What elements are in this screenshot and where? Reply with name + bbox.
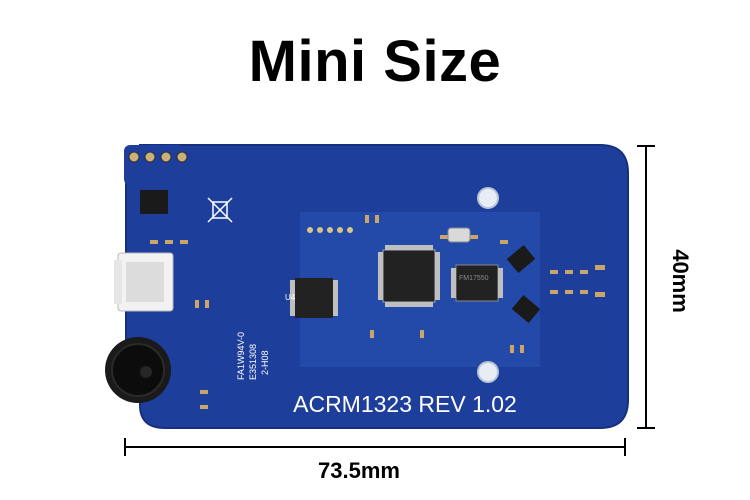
pcb-tab-top — [124, 145, 184, 185]
board-silkscreen-label: ACRM1323 REV 1.02 — [293, 391, 517, 417]
jst-connector — [114, 252, 174, 312]
cert-label-3: 2-H08 — [260, 350, 270, 375]
mcu-chip — [378, 245, 440, 307]
u4-label: U4 — [285, 293, 296, 302]
mounting-hole — [477, 361, 499, 383]
smd-components — [150, 215, 605, 409]
height-dimension-label: 40mm — [668, 249, 693, 313]
diode — [506, 245, 536, 273]
cert-label-2: FA1W94V-0 — [236, 332, 246, 380]
header-pins — [128, 151, 188, 163]
rf-chip — [451, 264, 503, 302]
mounting-hole — [477, 187, 499, 209]
diode — [511, 295, 541, 323]
crystal — [447, 227, 471, 243]
page-title: Mini Size — [248, 29, 502, 94]
j10-pads — [307, 227, 353, 233]
width-dimension-label: 73.5mm — [318, 458, 400, 483]
buzzer — [105, 337, 171, 403]
cert-label-1: E351308 — [248, 344, 258, 380]
u4-chip — [290, 278, 338, 318]
mcu-marking: FM17550 — [459, 275, 489, 282]
height-dimension-line — [637, 145, 655, 429]
width-dimension-line — [124, 438, 626, 456]
weee-icon — [207, 197, 233, 223]
regulator-chip — [140, 190, 168, 214]
